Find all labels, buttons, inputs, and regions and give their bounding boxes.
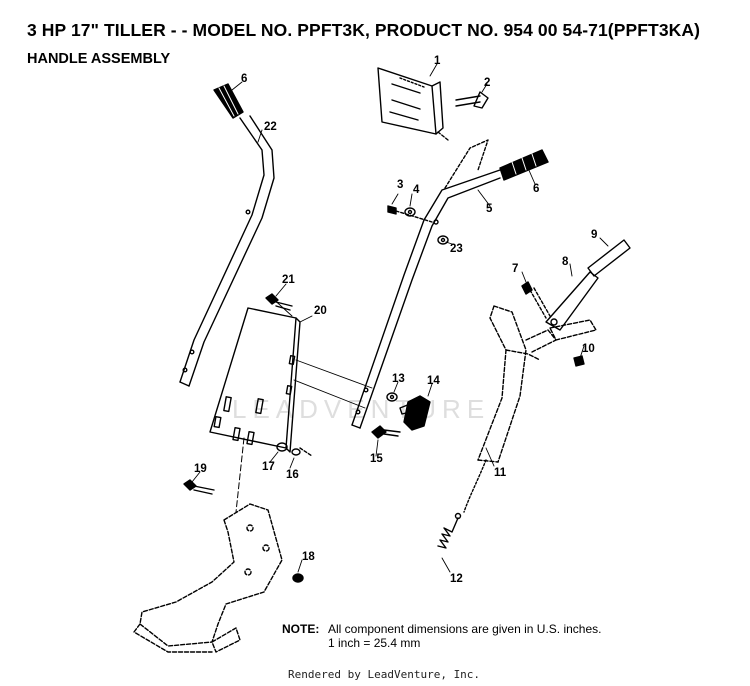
callout-4: 4 (413, 184, 420, 196)
callout-6-right: 6 (533, 183, 539, 195)
cable-spring-12 (437, 459, 487, 549)
callout-7: 7 (512, 263, 518, 275)
callout-8: 8 (562, 256, 569, 268)
callout-1: 1 (434, 55, 441, 67)
lever-8 (545, 271, 599, 331)
nut-10 (573, 355, 585, 367)
nut-18 (292, 573, 304, 583)
callout-9: 9 (591, 229, 597, 241)
callout-15: 15 (370, 453, 383, 465)
right-grip (499, 149, 549, 181)
tiller-frame-dashed (133, 503, 283, 653)
callout-23: 23 (450, 243, 463, 255)
knob-14 (399, 395, 431, 431)
note-label: NOTE: (282, 622, 320, 636)
hardware-16-17 (276, 442, 313, 457)
callout-6-left: 6 (241, 73, 247, 85)
callout-10: 10 (582, 343, 595, 355)
callout-17: 17 (262, 461, 275, 473)
bolt-15 (371, 425, 401, 439)
lever-grip-9 (587, 239, 631, 277)
callout-12: 12 (450, 573, 463, 585)
note-line-1: All component dimensions are given in U.… (328, 622, 602, 636)
callout-14: 14 (427, 375, 440, 387)
handle-panel-20 (209, 295, 373, 453)
washer-13 (386, 392, 398, 402)
bolt-21 (265, 293, 293, 311)
callout-21: 21 (282, 274, 295, 286)
note-line-2: 1 inch = 25.4 mm (328, 636, 421, 650)
callout-5: 5 (486, 203, 493, 215)
callout-20: 20 (314, 305, 327, 317)
callout-labels: 1 2 3 4 5 6 6 7 8 9 10 11 12 13 14 15 16… (194, 55, 597, 585)
hardware-3-4 (387, 205, 433, 223)
callout-18: 18 (302, 551, 315, 563)
callout-13: 13 (392, 373, 405, 385)
callout-2: 2 (484, 77, 490, 89)
callout-19: 19 (194, 463, 207, 475)
callout-22: 22 (264, 121, 277, 133)
bolt-19 (183, 479, 215, 495)
footer-credit: Rendered by LeadVenture, Inc. (288, 668, 481, 681)
handle-outline-11 (477, 305, 597, 463)
washer-23 (437, 235, 449, 245)
bracket-part-1 (377, 67, 444, 135)
bolt-7 (521, 281, 551, 319)
diagram-subtitle: HANDLE ASSEMBLY (27, 51, 171, 67)
left-handle-tube (179, 115, 275, 387)
callout-3: 3 (397, 179, 403, 191)
bolt-part-2 (455, 91, 489, 109)
left-grip (213, 83, 244, 119)
dimension-note: NOTE: All component dimensions are given … (282, 622, 601, 650)
callout-11: 11 (494, 467, 507, 479)
diagram-title: 3 HP 17" TILLER - - MODEL NO. PPFT3K, PR… (27, 20, 701, 40)
callout-16: 16 (286, 469, 299, 481)
leader-lines (191, 63, 609, 573)
right-handle-tube (351, 131, 501, 429)
